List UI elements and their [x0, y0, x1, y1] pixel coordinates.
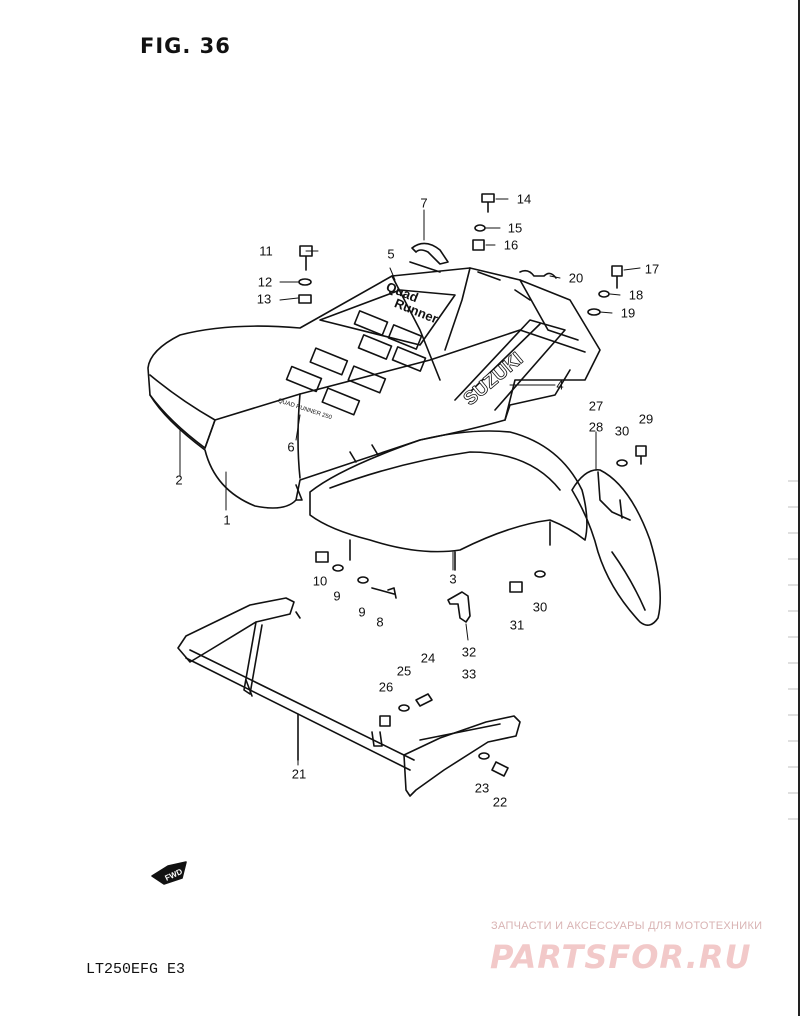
callout-8: 8	[376, 614, 384, 630]
callout-32: 32	[461, 644, 477, 660]
callout-9b: 9	[358, 604, 366, 620]
callout-18: 18	[628, 287, 644, 303]
figure-title: FIG. 36	[140, 34, 231, 58]
watermark-tagline: ЗАПЧАСТИ И АКСЕССУАРЫ ДЛЯ МОТОТЕХНИКИ	[491, 920, 763, 932]
callout-2: 2	[175, 472, 183, 488]
callout-16: 16	[503, 237, 519, 253]
callout-15: 15	[507, 220, 523, 236]
callout-4: 4	[556, 377, 564, 393]
callout-27: 27	[588, 398, 604, 414]
callout-3: 3	[449, 571, 457, 587]
callout-33: 33	[461, 666, 477, 682]
callout-11: 11	[259, 243, 273, 259]
model-code: LT250EFG E3	[86, 961, 186, 978]
mud-flap	[571, 469, 662, 626]
callout-9a: 9	[333, 588, 341, 604]
callout-20: 20	[568, 270, 584, 286]
callout-13: 13	[256, 291, 272, 307]
watermark-logo: PARTSFOR.RU	[490, 938, 752, 976]
callout-21: 21	[291, 766, 307, 782]
callout-28: 28	[588, 419, 604, 435]
callout-10: 10	[312, 573, 328, 589]
page-edge	[798, 0, 800, 1016]
callout-30b: 30	[532, 599, 548, 615]
callout-7: 7	[420, 195, 428, 211]
rear-fender-lower	[309, 430, 588, 571]
callout-25: 25	[396, 663, 412, 679]
callout-6: 6	[287, 439, 295, 455]
callout-1: 1	[223, 512, 231, 528]
callout-19: 19	[620, 305, 636, 321]
callout-29: 29	[638, 411, 654, 427]
callout-22: 22	[492, 794, 508, 810]
callout-30a: 30	[614, 423, 630, 439]
leader-lines	[179, 198, 641, 766]
callout-26: 26	[378, 679, 394, 695]
callout-5: 5	[387, 246, 395, 262]
model-decal: Quad Runner	[384, 279, 440, 326]
rear-fender	[147, 261, 601, 509]
callout-14: 14	[516, 191, 532, 207]
fwd-arrow: FWD	[151, 861, 187, 885]
emblem-decal-text: QUAD RUNNER 250	[277, 398, 333, 421]
callout-23: 23	[474, 780, 490, 796]
callout-12: 12	[257, 274, 273, 290]
scan-edge-artifact	[788, 470, 800, 840]
callout-31: 31	[509, 617, 525, 633]
callout-17: 17	[644, 261, 660, 277]
emblem-decal: QUAD RUNNER 250	[277, 398, 333, 421]
support-bracket	[177, 597, 521, 797]
callout-24: 24	[420, 650, 436, 666]
fasteners	[298, 193, 647, 777]
